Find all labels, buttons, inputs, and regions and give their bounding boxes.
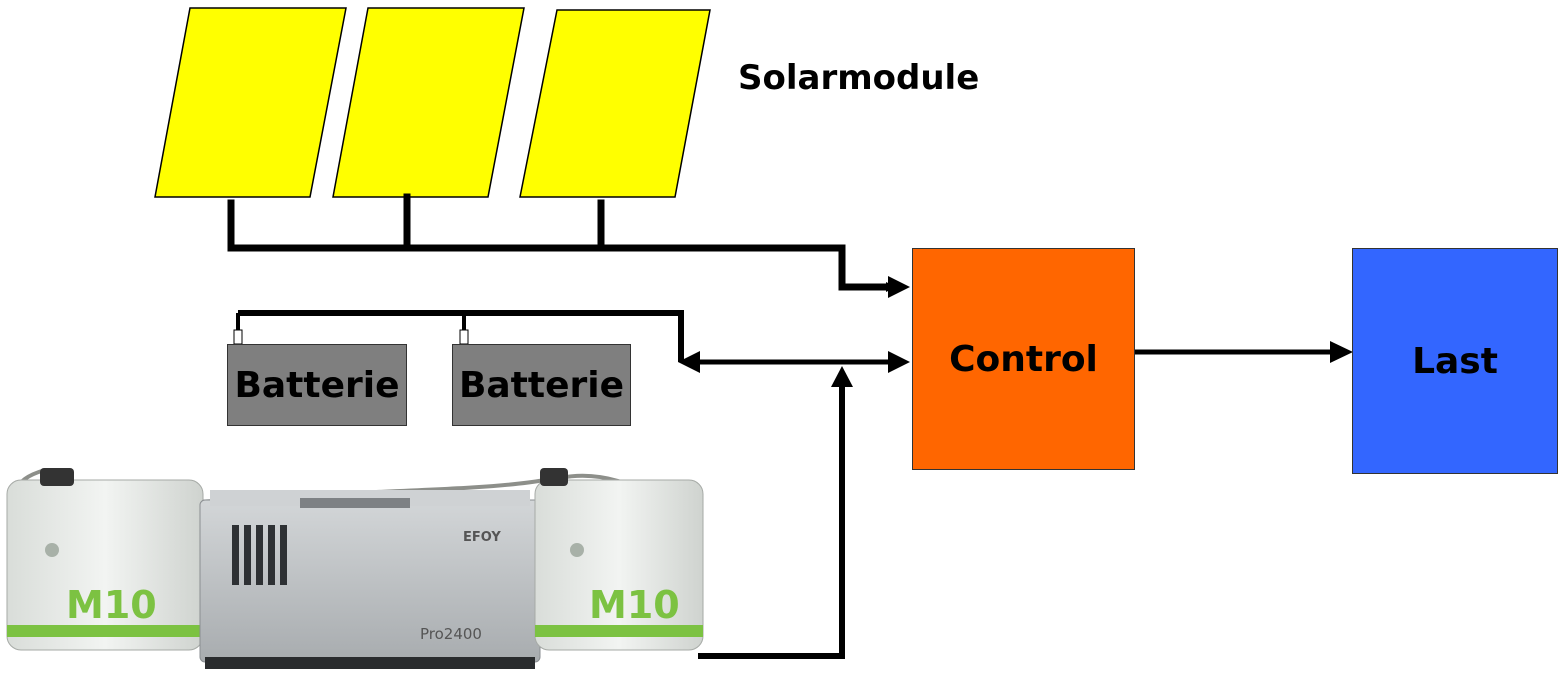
solar-panel-2 [332, 7, 525, 198]
model-text: Pro2400 [420, 625, 482, 643]
brand-text: EFOY [463, 530, 501, 545]
control-box: Control [912, 248, 1135, 470]
battery-2-terminal [459, 329, 469, 345]
battery-1: Batterie [227, 344, 407, 426]
load-box: Last [1352, 248, 1558, 474]
canister-right-text: M10 [589, 583, 680, 627]
solar-panel-1 [154, 7, 347, 198]
canister-left-text: M10 [66, 583, 157, 627]
battery-1-label: Batterie [234, 364, 400, 406]
control-to-load-arrowhead [1330, 341, 1353, 363]
solar-wiring [227, 193, 896, 292]
fuel-canister-icon [534, 468, 704, 651]
fuel-cell-wiring [698, 386, 845, 659]
battery-wiring [236, 310, 892, 365]
solar-to-control-arrowhead [888, 276, 910, 298]
battery-1-terminal [233, 329, 243, 345]
fuel-cell-icon [6, 468, 704, 669]
control-label: Control [949, 338, 1098, 380]
load-label: Last [1412, 340, 1498, 382]
solar-panel-3 [519, 9, 711, 198]
battery-2: Batterie [452, 344, 631, 426]
fuel-cell-to-control-arrowhead [831, 366, 853, 387]
solar-modules-label: Solarmodule [738, 58, 980, 98]
battery-bidirectional-arrowhead-left [678, 351, 700, 373]
vent-grille [232, 525, 287, 585]
battery-2-label: Batterie [458, 364, 625, 406]
battery-bidirectional-arrowhead-right [888, 351, 910, 373]
